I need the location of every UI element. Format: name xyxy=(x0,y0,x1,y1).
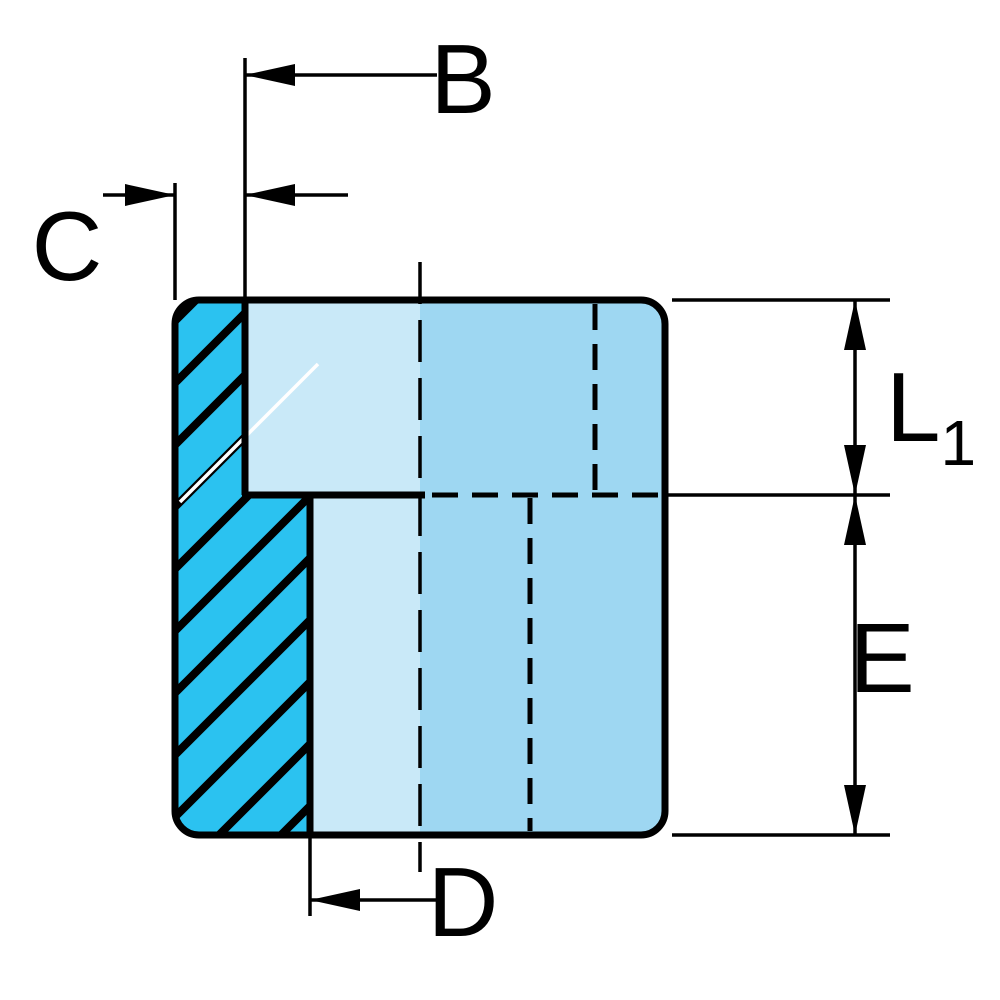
dim-c-left-arrowhead xyxy=(245,184,295,206)
dim-c-right-arrowhead xyxy=(125,184,175,206)
section-wall-hatch xyxy=(175,300,310,835)
dim-d-label: D xyxy=(428,847,499,957)
fitting-body-outline xyxy=(171,296,669,839)
dim-e-label: E xyxy=(849,603,914,713)
dim-b-arrowhead xyxy=(245,64,295,86)
dim-l1-label-base: L xyxy=(886,352,941,462)
dim-l1-label: L1 xyxy=(886,352,976,479)
socket-bore-highlight xyxy=(245,300,420,495)
dim-e-bottom-arrowhead xyxy=(844,785,866,835)
dim-l1-label-subscript: 1 xyxy=(941,407,977,479)
lower-bore-highlight xyxy=(310,495,420,835)
hatch-highlight-line xyxy=(178,362,320,504)
dim-d-arrowhead xyxy=(310,889,360,911)
dim-l1-bottom-arrowhead xyxy=(844,445,866,495)
dim-b-label: B xyxy=(430,24,495,134)
dim-l1-top-arrowhead xyxy=(844,300,866,350)
dim-e-top-arrowhead xyxy=(844,495,866,545)
dim-c-label: C xyxy=(32,191,103,301)
